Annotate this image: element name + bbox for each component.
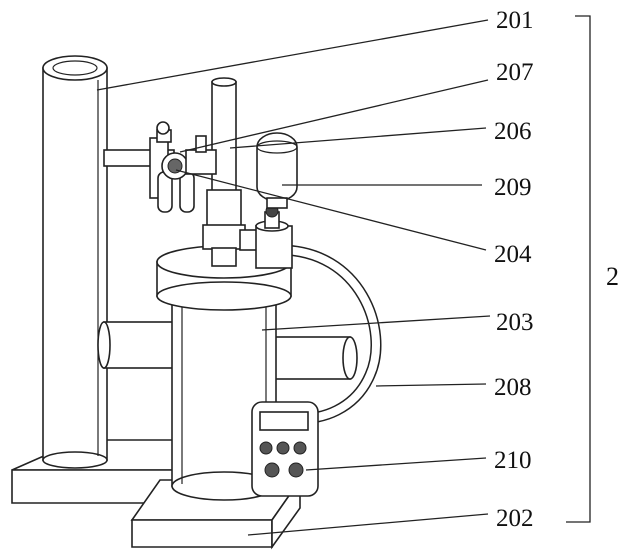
controller-box — [251, 401, 319, 497]
leader-202 — [247, 513, 489, 536]
label-210: 210 — [494, 447, 532, 474]
left-column — [42, 55, 108, 469]
right-fitting — [255, 204, 293, 269]
leader-201 — [96, 19, 489, 91]
label-group-2: 2 — [606, 262, 619, 291]
gauge-cluster — [103, 121, 217, 213]
label-206: 206 — [494, 118, 532, 145]
label-209: 209 — [494, 174, 532, 201]
leader-207 — [179, 79, 489, 153]
label-203: 203 — [496, 309, 534, 336]
curved-tube — [279, 244, 382, 424]
group-bracket — [566, 15, 591, 523]
label-202: 202 — [496, 505, 534, 532]
leader-204 — [175, 169, 487, 251]
leader-208 — [375, 383, 487, 387]
label-204: 204 — [494, 241, 532, 268]
capsule-canister — [256, 132, 298, 209]
leader-203 — [261, 315, 491, 331]
leader-206 — [229, 127, 487, 149]
leader-lines — [96, 19, 491, 536]
label-208: 208 — [494, 374, 532, 401]
leader-210 — [305, 457, 487, 471]
label-207: 207 — [496, 59, 534, 86]
part-labels: 201 207 206 209 204 203 208 210 202 2 — [494, 7, 619, 532]
label-201: 201 — [496, 7, 534, 34]
